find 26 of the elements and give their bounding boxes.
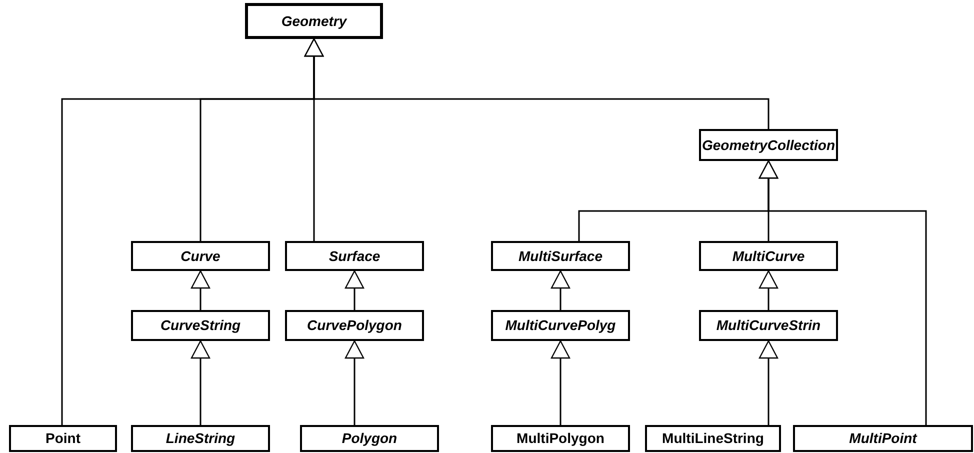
- class-box: MultiCurve: [699, 241, 838, 271]
- class-box: MultiPoint: [793, 425, 973, 452]
- inheritance-arrow: [758, 270, 778, 310]
- class-box: CurvePolygon: [285, 310, 424, 341]
- class-box: Surface: [285, 241, 424, 271]
- inheritance-arrow: [304, 38, 770, 129]
- inheritance-arrow: [758, 340, 778, 425]
- inheritance-arrow: [758, 160, 927, 425]
- class-box: MultiLineString: [645, 425, 781, 452]
- inheritance-arrow: [550, 340, 570, 425]
- class-box: MultiPolygon: [491, 425, 630, 452]
- class-box: LineString: [131, 425, 270, 452]
- class-box: MultiCurvePolyg: [491, 310, 630, 341]
- inheritance-arrow: [344, 340, 364, 425]
- class-box: Curve: [131, 241, 270, 271]
- class-box: MultiSurface: [491, 241, 630, 271]
- inheritance-arrow: [344, 270, 364, 310]
- class-box: Geometry: [245, 3, 383, 39]
- inheritance-arrow: [190, 340, 210, 425]
- class-box: GeometryCollection: [699, 129, 838, 161]
- inheritance-arrow: [550, 270, 570, 310]
- class-box: MultiCurveStrin: [699, 310, 838, 341]
- inheritance-arrow: [190, 270, 210, 310]
- class-box: CurveString: [131, 310, 270, 341]
- class-box: Point: [9, 425, 117, 452]
- class-box: Polygon: [300, 425, 439, 452]
